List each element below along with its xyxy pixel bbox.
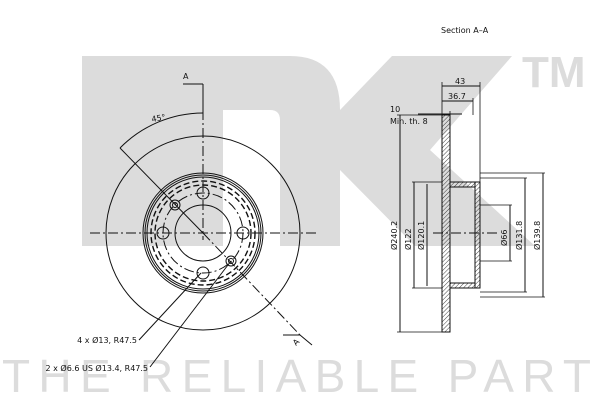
- tagline-watermark: THE RELIABLE PART: [2, 350, 592, 400]
- note-screw-holes: 2 x Ø6.6 US Ø13.4, R47.5: [45, 363, 148, 373]
- section-marker-bottom: A: [291, 337, 302, 348]
- dim-43: 43: [455, 77, 465, 86]
- front-view: [90, 83, 318, 368]
- section-title: Section A–A: [441, 26, 489, 35]
- dim-66: Ø66: [499, 230, 509, 246]
- dim-139-8: Ø139.8: [532, 221, 542, 250]
- dim-240-2: Ø240.2: [389, 221, 399, 250]
- dim-36-7: 36.7: [448, 92, 466, 101]
- note-bolt-holes: 4 x Ø13, R47.5: [77, 335, 137, 345]
- dim-10: 10: [390, 105, 400, 114]
- dim-120-1: Ø120.1: [416, 221, 426, 250]
- dim-131-8: Ø131.8: [514, 221, 524, 250]
- section-marker-top: A: [183, 72, 189, 81]
- trademark-watermark: TM: [522, 48, 586, 97]
- section-view: [397, 82, 545, 333]
- angle-label: 45°: [151, 113, 167, 124]
- nk-watermark-logo: [82, 56, 535, 246]
- min-thickness-label: Min. th. 8: [390, 117, 428, 126]
- dim-122: Ø122: [403, 228, 413, 250]
